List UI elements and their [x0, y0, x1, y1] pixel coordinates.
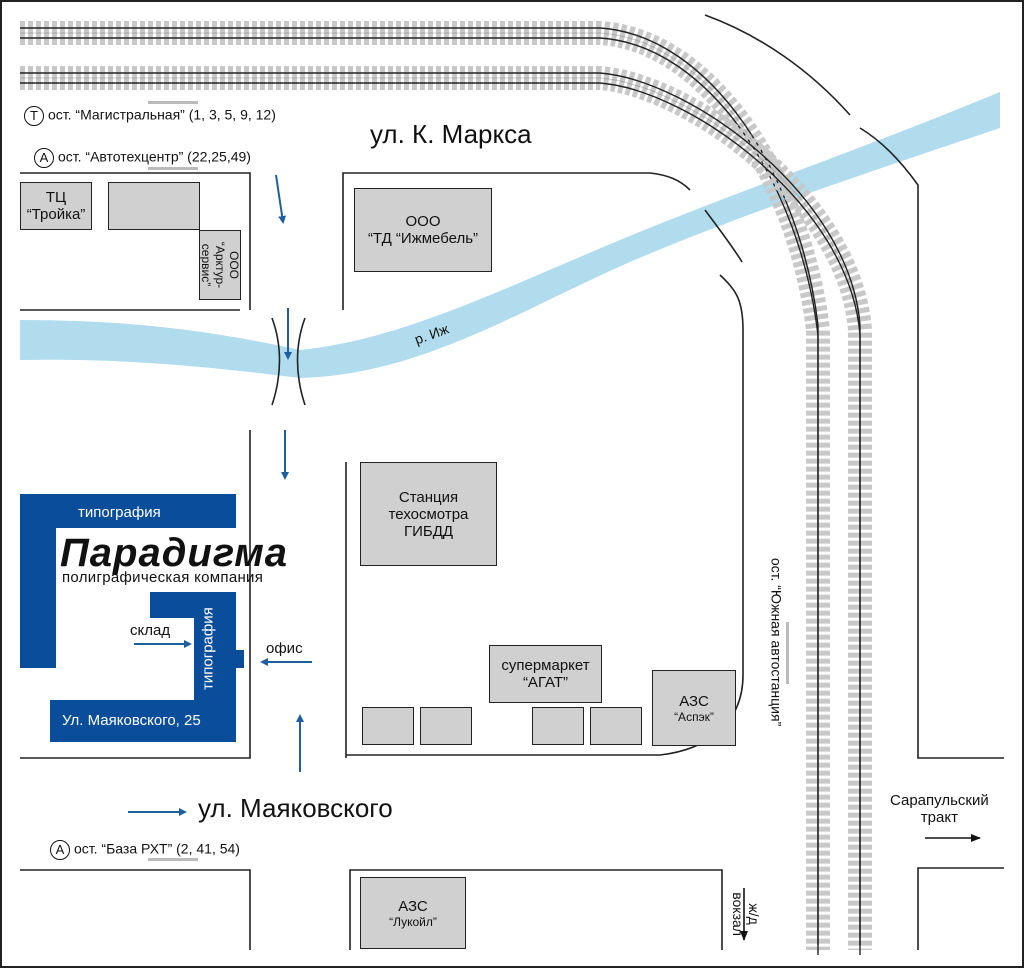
route-arrows: [128, 174, 312, 816]
railway-station-label: ж/д вокзал: [730, 892, 762, 936]
rail-line-1-2: [20, 37, 819, 955]
typography-side-label: типография: [199, 607, 217, 690]
bus-stop-icon: А: [34, 148, 54, 168]
river: [20, 92, 1000, 378]
station-line1: ж/д: [745, 903, 762, 925]
gibdd-line2: техосмотра: [388, 505, 469, 523]
building-unnamed-3: [420, 707, 472, 745]
building-arktur: ООО “Арктур- сервис”: [199, 230, 241, 300]
office-label: офис: [266, 640, 303, 657]
troyka-line1: ТЦ: [45, 189, 67, 206]
lukoil-line2: “Лукойл”: [389, 914, 437, 929]
aspek-line1: АЗС: [679, 692, 709, 710]
building-unnamed-4: [532, 707, 584, 745]
building-agat: супермаркет“АГАТ”: [489, 645, 602, 703]
stop-magistralnaya-text: ост. “Магистральная” (1, 3, 5, 9, 12): [48, 106, 276, 123]
building-unnamed-2: [362, 707, 414, 745]
bridge: [271, 317, 306, 406]
street-marx: ул. К. Маркса: [370, 119, 532, 149]
building-unnamed-1: [108, 182, 200, 230]
gibdd-line3: ГИБДД: [403, 522, 454, 540]
typography-top-label: типография: [78, 504, 161, 521]
railway: [20, 21, 872, 955]
troyka-line2: “Тройка”: [26, 206, 86, 223]
warehouse-label: склад: [130, 622, 171, 639]
paradigma-building: [20, 494, 244, 742]
tram-stop-icon: Т: [24, 106, 44, 126]
stop-avtotekhcentr-text: ост. “Автотехцентр” (22,25,49): [58, 148, 251, 165]
rail-line-2-1: [20, 72, 861, 945]
direction-arrows: [740, 834, 981, 941]
arktur-line1: ООО: [227, 250, 242, 280]
izhmebel-line2: “ТД “Ижмебель”: [367, 230, 479, 247]
agat-line1: супермаркет: [501, 657, 590, 674]
sarapul-trakt: Сарапульский тракт: [890, 792, 989, 827]
paradigma-logo: Парадигма: [60, 531, 289, 575]
arktur-line3: сервис”: [199, 243, 214, 287]
building-lukoil: АЗС“Лукойл”: [360, 877, 466, 949]
building-unnamed-5: [590, 707, 642, 745]
company-address: Ул. Маяковского, 25: [62, 712, 201, 729]
izhmebel-line1: ООО: [405, 213, 441, 230]
rail-line-1-1: [20, 27, 819, 945]
agat-line2: “АГАТ”: [522, 674, 569, 691]
sarapul-line1: Сарапульский: [890, 792, 989, 809]
building-izhmebel: ООО“ТД “Ижмебель”: [354, 188, 492, 272]
rail-ties-2: [20, 66, 872, 950]
stop-baza-rkht-text: ост. “База РХТ” (2, 41, 54): [74, 840, 240, 857]
stop-yuzhnaya: ост. “Южная автостанция”: [768, 557, 785, 727]
bus-stop-icon: А: [50, 840, 70, 860]
rail-line-2-2: [20, 82, 861, 955]
rail-ties-1: [20, 21, 830, 950]
sarapul-line2: тракт: [920, 809, 958, 827]
gibdd-line1: Станция: [398, 488, 459, 506]
street-mayakovsky: ул. Маяковского: [198, 793, 393, 823]
building-aspek: АЗС“Аспэк”: [652, 670, 736, 746]
paradigma-subtitle: полиграфическая компания: [62, 569, 264, 586]
aspek-line2: “Аспэк”: [674, 709, 714, 724]
arktur-line2: “Арктур-: [213, 241, 228, 289]
lukoil-line1: АЗС: [398, 897, 428, 915]
street-lines: [20, 14, 1004, 950]
station-line2: вокзал: [729, 892, 746, 936]
building-troyka: ТЦ“Тройка”: [20, 182, 92, 230]
